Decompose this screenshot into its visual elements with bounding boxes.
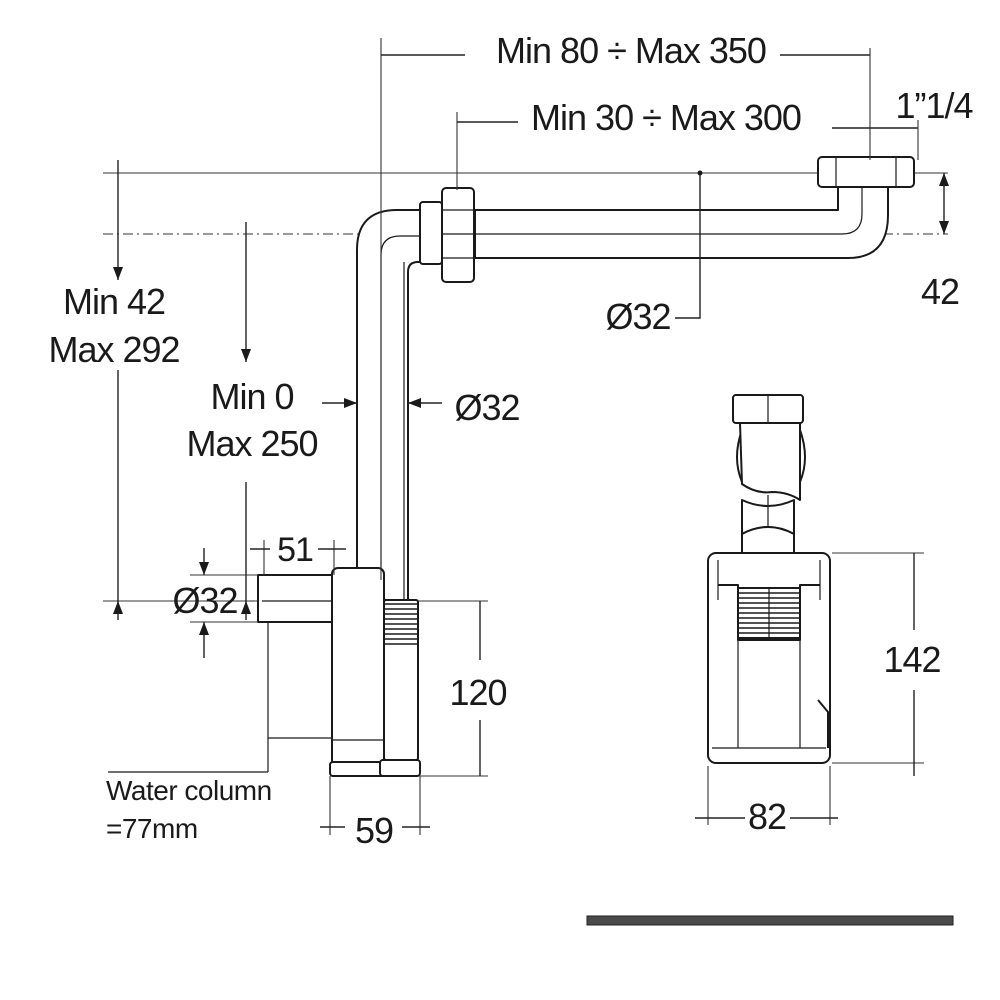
front-inlet-nut: [732, 394, 804, 424]
dim-outlet-length: 51: [277, 531, 313, 569]
dim-height-adjust-max: Max 250: [186, 423, 317, 464]
dim-horizontal-inner: Min 30 ÷ Max 300: [531, 97, 801, 138]
horizontal-tube: [474, 184, 889, 259]
dim-outlet-diameter: Ø32: [172, 580, 237, 621]
water-column-value: =77mm: [106, 813, 198, 844]
siphon-body: [329, 567, 421, 777]
water-column-label: Water column: [106, 775, 272, 806]
dim-horizontal-total: Min 80 ÷ Max 350: [496, 30, 766, 71]
ribbed-section: [384, 603, 418, 645]
dim-front-height: 142: [883, 639, 940, 680]
dim-thread: 1”1/4: [895, 85, 972, 126]
dim-height-total-min: Min 42: [63, 281, 165, 322]
outlet-tube: [257, 574, 335, 623]
dim-body-height: 120: [449, 672, 506, 713]
inlet-nut: [817, 156, 915, 188]
dim-outlet-offset: 42: [921, 271, 959, 312]
dim-body-width: 59: [355, 810, 393, 851]
dim-height-total-max: Max 292: [48, 329, 179, 370]
vertical-pipe: [356, 209, 421, 601]
front-view: [707, 394, 831, 764]
side-view: [257, 156, 915, 777]
coupling-nut: [419, 187, 475, 283]
dimension-lines: [108, 38, 949, 835]
dimension-labels: Min 80 ÷ Max 350 Min 30 ÷ Max 300 1”1/4 …: [48, 30, 973, 851]
dim-pipe-diameter-horizontal: Ø32: [605, 296, 670, 337]
dim-pipe-diameter-vertical: Ø32: [454, 387, 519, 428]
dim-front-width: 82: [748, 796, 786, 837]
dim-height-adjust-min: Min 0: [210, 376, 293, 417]
front-grille: [737, 587, 801, 639]
scale-bar: [586, 915, 954, 926]
